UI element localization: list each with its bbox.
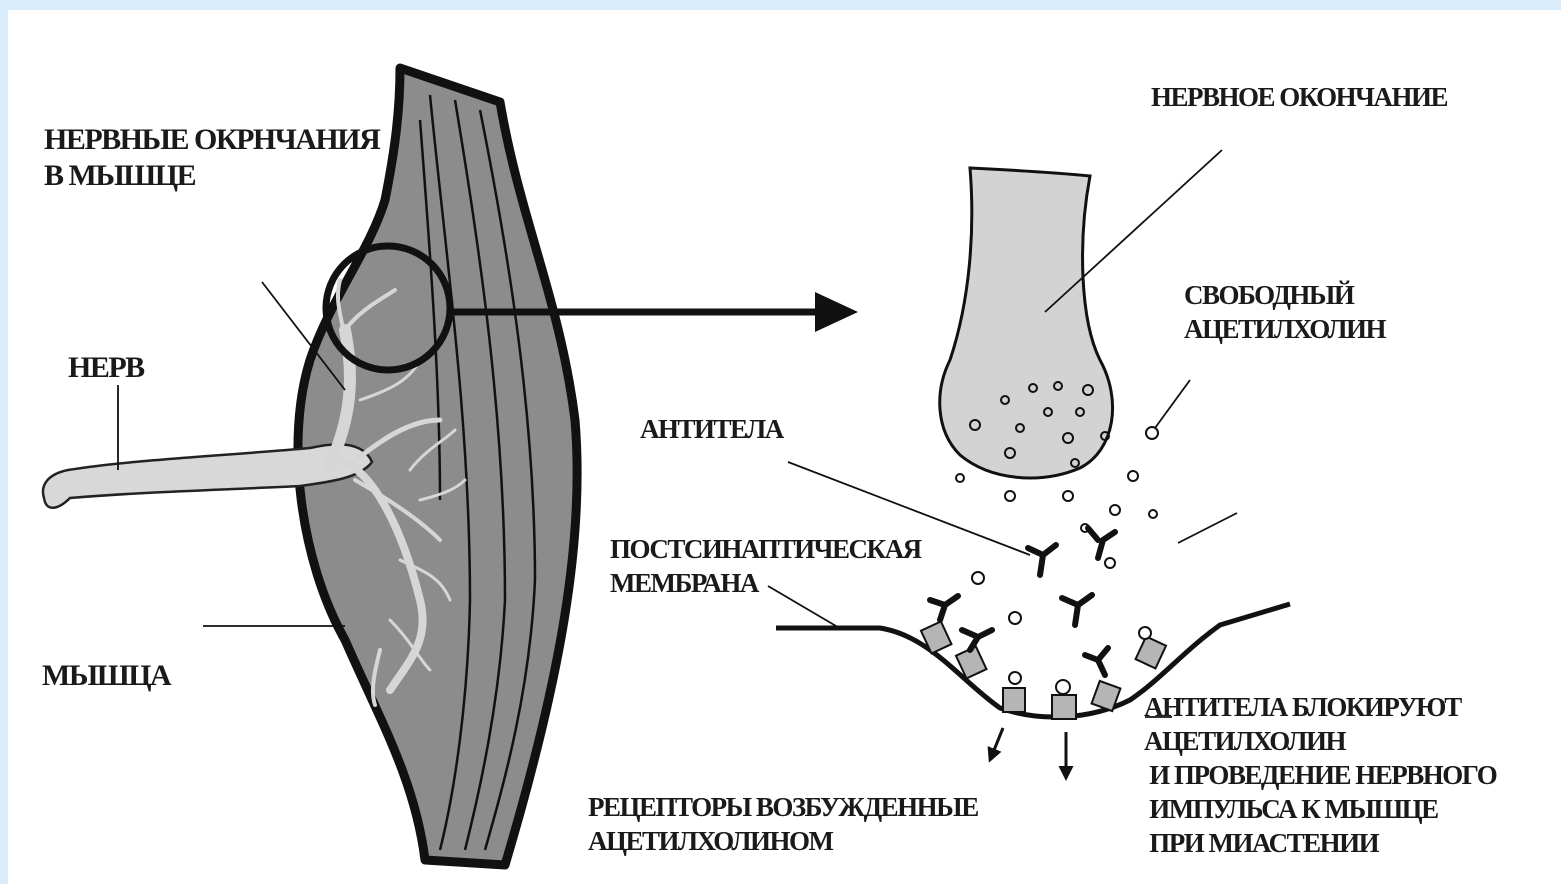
signal-arrows bbox=[990, 728, 1066, 778]
label-muscle: МЫШЦА bbox=[42, 658, 170, 694]
label-muscle-endings: НЕРВНЫЕ ОКРНЧАНИЯ В МЫШЦЕ bbox=[44, 122, 379, 194]
label-receptors: РЕЦЕПТОРЫ ВОЗБУЖДЕННЫЕ АЦЕТИЛХОЛИНОМ bbox=[588, 790, 978, 858]
label-antibodies-block: АНТИТЕЛА БЛОКИРУЮТ АЦЕТИЛХОЛИН И ПРОВЕДЕ… bbox=[1144, 690, 1496, 860]
nerve-terminal bbox=[940, 168, 1113, 478]
label-antibodies: АНТИТЕЛА bbox=[640, 412, 783, 446]
acetylcholine-bound bbox=[1009, 627, 1151, 694]
label-nerve: НЕРВ bbox=[68, 350, 144, 386]
label-nerve-ending: НЕРВНОЕ ОКОНЧАНИЕ bbox=[1151, 80, 1447, 114]
label-free-acetylcholine: СВОБОДНЫЙ АЦЕТИЛХОЛИН bbox=[1184, 278, 1385, 346]
antibodies-free bbox=[1028, 528, 1115, 625]
label-postsynaptic-membrane: ПОСТСИНАПТИЧЕСКАЯ МЕМБРАНА bbox=[610, 532, 921, 600]
antibodies-bound bbox=[930, 596, 1108, 675]
diagram-canvas: НЕРВНЫЕ ОКРНЧАНИЯ В МЫШЦЕ НЕРВ МЫШЦА НЕР… bbox=[8, 10, 1561, 884]
